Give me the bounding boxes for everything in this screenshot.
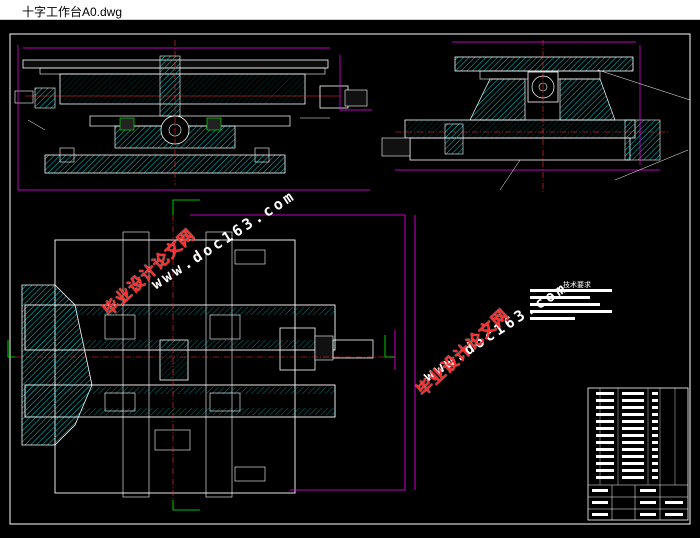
side-view xyxy=(381,40,691,192)
plan-view xyxy=(7,199,416,511)
window-title: 十字工作台A0.dwg xyxy=(22,5,123,19)
drawing-canvas[interactable]: 技术要求 www.doc163.com 毕业设计论文网 www.doc163.c… xyxy=(0,20,700,538)
tech-requirements-block xyxy=(530,289,612,320)
tech-requirements-title: 技术要求 xyxy=(563,281,591,289)
window-title-bar: 十字工作台A0.dwg xyxy=(0,0,700,20)
title-block xyxy=(587,387,689,521)
drawing-border xyxy=(9,33,691,525)
front-view xyxy=(14,40,372,191)
cad-drawing xyxy=(7,33,691,525)
